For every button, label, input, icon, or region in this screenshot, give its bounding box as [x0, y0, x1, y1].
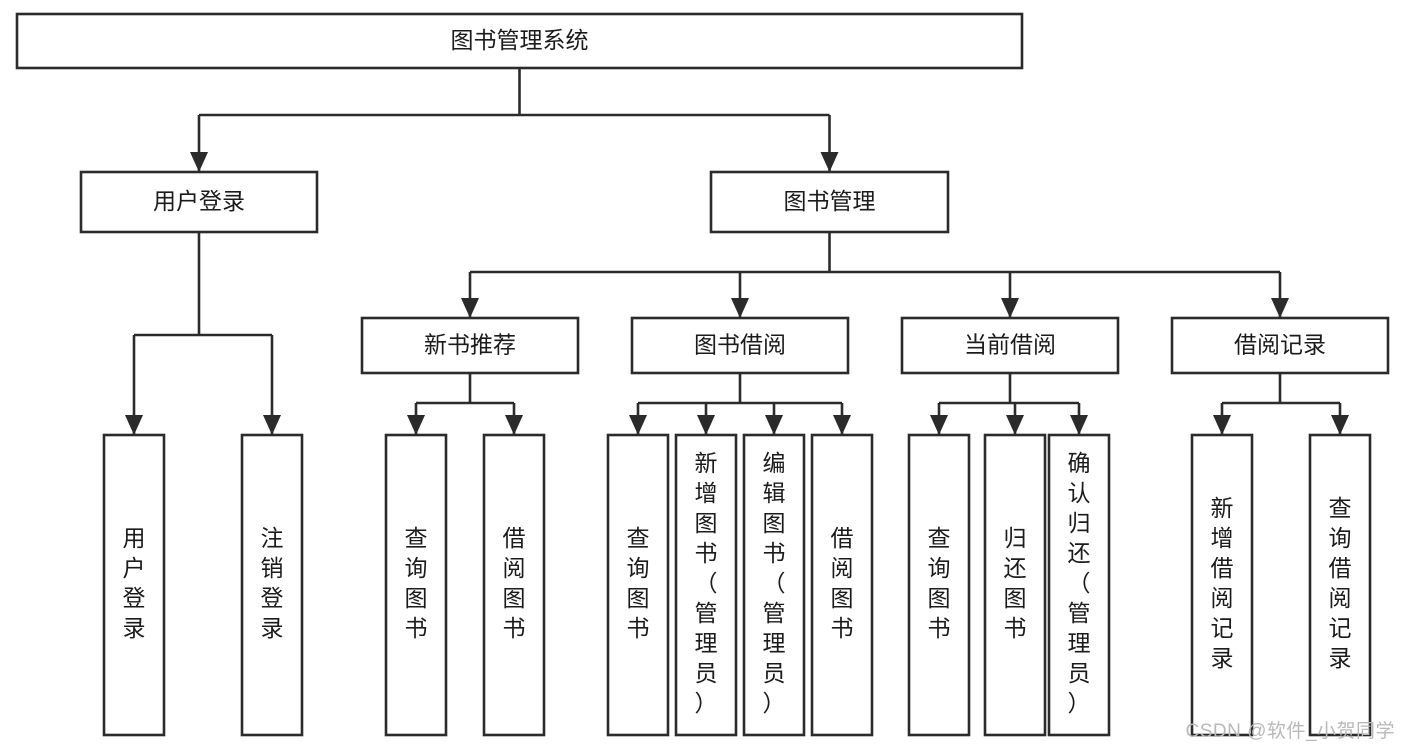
arrow-book-manage: [820, 152, 839, 172]
node-leaf-return-book-rect[interactable]: [983, 433, 1047, 737]
arrow-leaf-query-book-borrow: [629, 415, 647, 435]
arrow-leaf-add-record: [1213, 415, 1231, 435]
arrow-leaf-query-book-current: [930, 415, 948, 435]
node-leaf-borrow-book-rec-rect[interactable]: [482, 433, 546, 737]
node-user-login-rect[interactable]: [79, 170, 319, 234]
node-leaf-query-book-borrow-label: 查询图书: [627, 525, 650, 641]
arrow-book-borrow: [731, 298, 749, 318]
node-leaf-logout[interactable]: 注销登录: [240, 433, 304, 737]
node-new-book-rec-label: 新书推荐: [424, 332, 516, 358]
node-leaf-add-record-rect[interactable]: [1190, 433, 1254, 737]
node-new-book-rec-rect[interactable]: [360, 316, 580, 375]
arrow-leaf-return-book: [1006, 415, 1024, 435]
node-leaf-add-book-label: 新增图书（管理员）: [695, 450, 718, 716]
node-current-borrow[interactable]: 当前借阅: [900, 316, 1120, 375]
node-leaf-edit-book[interactable]: 编辑图书（管理员）: [742, 433, 806, 737]
node-boxes-layer: 图书管理系统用户登录图书管理新书推荐图书借阅当前借阅借阅记录用户登录注销登录查询…: [15, 12, 1390, 737]
node-leaf-add-record-label: 新增借阅记录: [1211, 495, 1234, 671]
node-leaf-query-record[interactable]: 查询借阅记录: [1308, 433, 1372, 737]
node-leaf-user-login[interactable]: 用户登录: [102, 433, 166, 737]
arrow-borrow-record: [1271, 298, 1289, 318]
node-root-system-rect[interactable]: [15, 12, 1024, 70]
node-book-borrow[interactable]: 图书借阅: [630, 316, 850, 375]
node-leaf-edit-book-rect[interactable]: [742, 433, 806, 737]
node-borrow-record[interactable]: 借阅记录: [1170, 316, 1390, 375]
node-leaf-confirm-return[interactable]: 确认归还（管理员）: [1047, 433, 1111, 737]
node-leaf-query-book-rec-label: 查询图书: [405, 525, 428, 641]
arrow-leaf-borrow-book: [833, 415, 851, 435]
node-root-system-label: 图书管理系统: [451, 27, 589, 53]
node-leaf-query-book-borrow-rect[interactable]: [606, 433, 670, 737]
arrow-leaf-confirm-return: [1070, 415, 1088, 435]
csdn-watermark: CSDN @软件_小贺同学: [1185, 721, 1395, 742]
node-leaf-query-book-current-rect[interactable]: [907, 433, 971, 737]
arrow-leaf-query-book-rec: [407, 415, 425, 435]
node-leaf-return-book[interactable]: 归还图书: [983, 433, 1047, 737]
node-leaf-borrow-book[interactable]: 借阅图书: [810, 433, 874, 737]
node-leaf-query-book-rec-rect[interactable]: [384, 433, 448, 737]
node-leaf-query-record-label: 查询借阅记录: [1329, 495, 1352, 671]
node-book-manage-rect[interactable]: [709, 170, 950, 234]
node-leaf-confirm-return-label: 确认归还（管理员）: [1068, 450, 1091, 716]
node-current-borrow-rect[interactable]: [900, 316, 1120, 375]
arrow-leaf-borrow-book-rec: [505, 415, 523, 435]
node-current-borrow-label: 当前借阅: [964, 332, 1056, 358]
node-leaf-borrow-book-label: 借阅图书: [831, 525, 854, 641]
arrow-leaf-add-book: [697, 415, 715, 435]
arrow-leaf-query-record: [1331, 415, 1349, 435]
arrow-new-book-rec: [461, 298, 479, 318]
node-leaf-query-book-borrow[interactable]: 查询图书: [606, 433, 670, 737]
node-user-login-label: 用户登录: [153, 188, 245, 214]
node-leaf-user-login-rect[interactable]: [102, 433, 166, 737]
node-leaf-query-record-rect[interactable]: [1308, 433, 1372, 737]
node-leaf-return-book-label: 归还图书: [1004, 525, 1027, 641]
node-book-manage-label: 图书管理: [784, 188, 876, 214]
connectors-layer: [125, 68, 1349, 435]
node-leaf-borrow-book-rect[interactable]: [810, 433, 874, 737]
node-leaf-borrow-book-rec[interactable]: 借阅图书: [482, 433, 546, 737]
node-borrow-record-label: 借阅记录: [1234, 332, 1326, 358]
node-new-book-rec[interactable]: 新书推荐: [360, 316, 580, 375]
node-leaf-user-login-label: 用户登录: [123, 525, 146, 641]
node-book-borrow-rect[interactable]: [630, 316, 850, 375]
node-book-manage[interactable]: 图书管理: [709, 170, 950, 234]
node-leaf-query-book-current[interactable]: 查询图书: [907, 433, 971, 737]
node-leaf-query-book-current-label: 查询图书: [928, 525, 951, 641]
node-user-login[interactable]: 用户登录: [79, 170, 319, 234]
node-leaf-confirm-return-rect[interactable]: [1047, 433, 1111, 737]
node-leaf-edit-book-label: 编辑图书（管理员）: [763, 450, 786, 716]
node-borrow-record-rect[interactable]: [1170, 316, 1390, 375]
node-leaf-add-book[interactable]: 新增图书（管理员）: [674, 433, 738, 737]
arrow-user-login: [190, 152, 208, 172]
node-book-borrow-label: 图书借阅: [694, 332, 786, 358]
arrow-leaf-edit-book: [765, 415, 783, 435]
node-leaf-add-book-rect[interactable]: [674, 433, 738, 737]
node-leaf-add-record[interactable]: 新增借阅记录: [1190, 433, 1254, 737]
arrow-leaf-user-login: [125, 415, 143, 435]
node-leaf-borrow-book-rec-label: 借阅图书: [503, 525, 526, 641]
arrow-leaf-logout: [263, 415, 281, 435]
node-leaf-query-book-rec[interactable]: 查询图书: [384, 433, 448, 737]
node-leaf-logout-rect[interactable]: [240, 433, 304, 737]
node-leaf-logout-label: 注销登录: [261, 525, 284, 641]
node-root-system[interactable]: 图书管理系统: [15, 12, 1024, 70]
arrow-current-borrow: [1001, 298, 1019, 318]
